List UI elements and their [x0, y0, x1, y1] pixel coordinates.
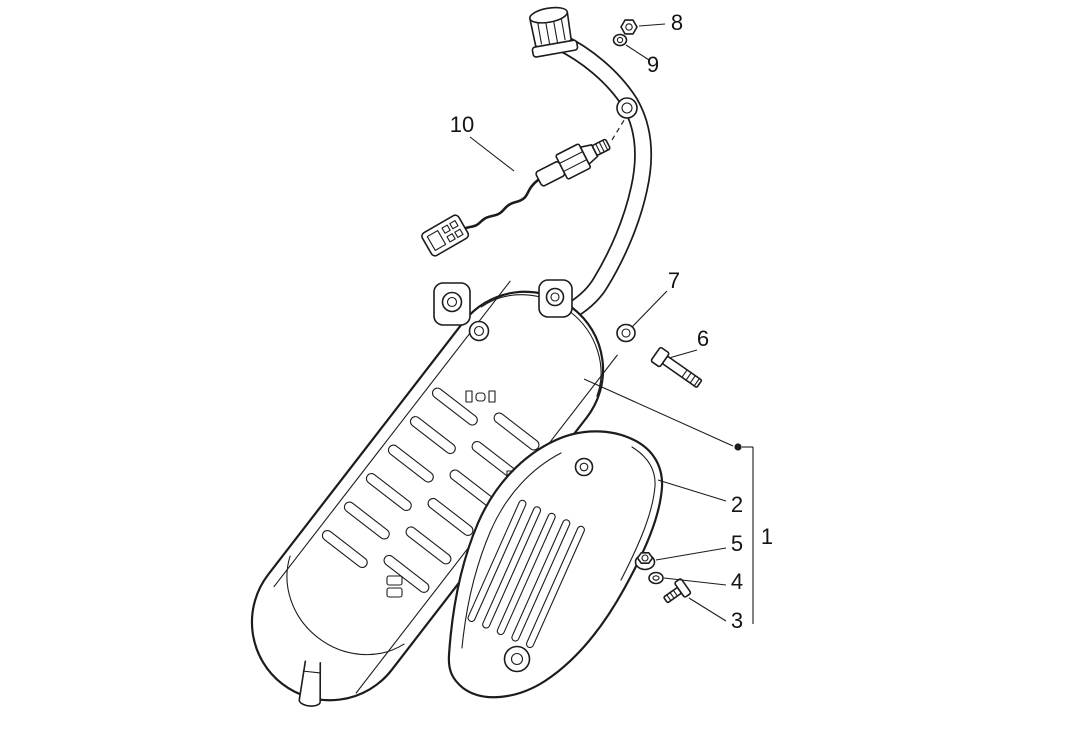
shield-right-contour [620, 446, 656, 581]
sensor-boss [616, 97, 638, 119]
flange-nut-part-5 [634, 552, 656, 571]
exhaust-pipe [551, 33, 653, 318]
mounting-hole [441, 291, 463, 313]
mounting-tab-right [538, 279, 573, 318]
washer-part-4 [648, 571, 664, 585]
sensor-alignment-line [611, 116, 627, 141]
washer-part-9 [612, 33, 628, 47]
sensor-connector [421, 214, 470, 257]
leader-7 [631, 290, 668, 328]
heat-shield-cover [447, 430, 664, 699]
mounting-bolt-boss [468, 320, 490, 342]
callout-label-6: 6 [697, 326, 709, 351]
screw-part-3 [663, 578, 692, 604]
assembly-dot [734, 443, 742, 451]
leader-8 [638, 23, 666, 27]
mounting-hole [545, 287, 565, 307]
shield-lower-hole [503, 645, 531, 673]
leader-10 [469, 136, 515, 172]
exhaust-tip [298, 660, 322, 707]
group-bracket-1 [734, 443, 754, 624]
hex-bolt-part-6 [650, 346, 703, 388]
callout-label-10: 10 [450, 112, 474, 137]
shield-inner-contour [461, 452, 562, 649]
callout-labels: 8 9 10 7 6 2 1 5 4 3 [450, 10, 773, 633]
flange-collar [531, 39, 579, 58]
callout-label-1: 1 [761, 524, 773, 549]
callout-label-5: 5 [731, 531, 743, 556]
shield-upper-hole [574, 457, 594, 477]
leader-assembly [583, 378, 734, 447]
leader-3 [688, 597, 727, 622]
sensor-body [535, 138, 611, 187]
callout-label-7: 7 [668, 268, 680, 293]
lambda-sensor [421, 116, 627, 257]
leader-2 [657, 479, 727, 502]
mounting-tab-left [433, 282, 471, 326]
callout-label-8: 8 [671, 10, 683, 35]
callout-label-2: 2 [731, 492, 743, 517]
muffler-louvers [321, 387, 540, 593]
shield-louvers [467, 499, 585, 649]
leader-9 [625, 44, 650, 61]
muffler-clip [386, 575, 403, 598]
callout-label-4: 4 [731, 569, 743, 594]
bolt-head [650, 346, 670, 368]
screw-head [674, 578, 692, 598]
pipe-inlet-flange [529, 6, 579, 58]
callout-label-3: 3 [731, 608, 743, 633]
callout-label-9: 9 [647, 52, 659, 77]
leader-lines [469, 23, 734, 622]
end-cap-seam-left [286, 555, 405, 656]
leader-6 [668, 349, 698, 359]
leader-5 [655, 547, 727, 561]
washer-part-7 [616, 323, 636, 343]
muffler-vents [465, 390, 496, 403]
nut-part-8 [620, 19, 638, 35]
sensor-cable [453, 178, 540, 236]
leader-4 [663, 577, 727, 586]
